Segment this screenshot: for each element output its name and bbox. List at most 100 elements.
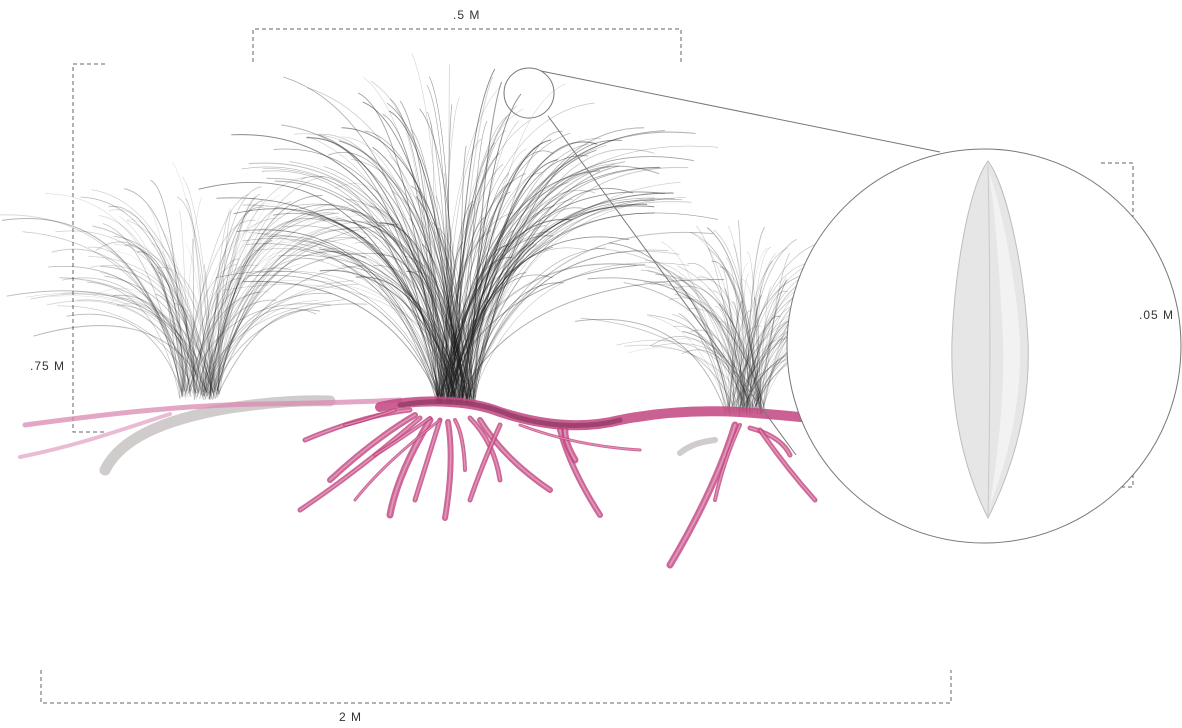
grass-blade [219, 194, 280, 395]
grass-blade [436, 230, 491, 404]
grass-blade [674, 293, 749, 407]
root-highlight [374, 417, 431, 456]
grass-blade [184, 279, 217, 394]
grass-blade [158, 272, 186, 393]
grass-blade [91, 189, 213, 400]
grass-blade [186, 264, 259, 394]
grass-blade [574, 318, 726, 413]
grass-blade [465, 172, 509, 399]
grass-blade [369, 205, 453, 403]
grass-blade [437, 227, 475, 397]
grass-blade [389, 98, 443, 396]
root-highlight [469, 424, 501, 501]
grass-blade [728, 316, 754, 411]
grass-blade [319, 217, 447, 397]
grass-blade [461, 161, 626, 399]
grass-blade [187, 303, 332, 393]
grass-blade [217, 210, 232, 398]
grass-blade [236, 229, 440, 401]
grass-blade [363, 77, 455, 402]
grass-blade [473, 148, 655, 400]
grass-blade [373, 265, 456, 400]
grass-blade [737, 220, 745, 408]
grass-blade [22, 231, 189, 391]
grass-blade [728, 310, 752, 408]
grass-blade [350, 158, 473, 398]
leaf-midrib [987, 164, 991, 516]
grass-blade [623, 282, 753, 415]
grass-blade [452, 192, 674, 399]
grass-blade [379, 254, 452, 406]
grass-blade [728, 300, 743, 416]
grass-blade [455, 189, 596, 405]
grass-blade [172, 162, 216, 392]
grass-blade [411, 53, 450, 397]
grass-blade [580, 317, 734, 406]
root-highlight [749, 427, 791, 456]
grass-blade [180, 215, 366, 399]
grass-blade [265, 235, 436, 397]
root-highlight [714, 424, 741, 501]
grass-blade [274, 180, 458, 401]
grass-blade [678, 276, 762, 415]
grass-blade [735, 263, 812, 411]
grass-blade [216, 264, 364, 391]
grass-blade [429, 76, 456, 398]
grass-blade [440, 156, 694, 405]
grass-blade [714, 306, 735, 414]
grass-blade [209, 193, 261, 399]
grass-blade [755, 277, 787, 411]
grass-blade [62, 277, 194, 394]
grass-blade [739, 241, 825, 410]
grass-blade [6, 290, 215, 396]
grass-blade [184, 309, 189, 396]
grass-blade [199, 299, 277, 400]
grass-blade [109, 297, 197, 397]
grass-blade [256, 279, 469, 402]
grass-blade [650, 283, 744, 414]
grass-blade [749, 295, 762, 413]
grass-blade [442, 231, 552, 398]
grass-blade [150, 179, 184, 392]
grass-blade [474, 272, 527, 404]
grass-blade [116, 304, 204, 400]
grass-blade [212, 303, 368, 393]
grass-blade [324, 239, 462, 398]
grass-blade [184, 291, 261, 397]
grass-blade [443, 130, 666, 405]
grass-blade [466, 149, 597, 404]
grass-blade [181, 196, 202, 395]
grass-blade [406, 270, 450, 405]
grass-blade [231, 134, 461, 402]
grass-blade [468, 249, 669, 398]
grass-blade [111, 251, 200, 395]
grass-blade [318, 248, 464, 405]
grass-blade [430, 121, 437, 396]
grass-blade [421, 243, 466, 399]
grass-blade [333, 219, 449, 405]
grass-blade [747, 251, 760, 409]
grass-blade [179, 210, 189, 391]
grass-blade [441, 274, 553, 397]
grass-blade [277, 254, 472, 399]
grass-blade [410, 185, 473, 405]
grass-blade [216, 196, 256, 398]
grass-blade [290, 203, 475, 404]
grass-blade [57, 305, 197, 394]
grass-blade [616, 339, 752, 408]
grass-blade [213, 225, 336, 393]
grass-blade [446, 163, 616, 396]
stolon-grey-right [677, 437, 718, 456]
grass-blade [197, 203, 334, 394]
grass-blade [205, 307, 317, 394]
grass-blade [382, 113, 441, 396]
grass-blade [438, 218, 572, 403]
grass-blade [458, 127, 645, 406]
grass-blade [108, 206, 206, 398]
root-highlight [759, 429, 816, 501]
grass-blade [438, 235, 554, 397]
grass-blade [208, 280, 354, 400]
grass-blade [30, 293, 219, 392]
grass-blade [454, 130, 507, 405]
grass-blade [435, 85, 501, 399]
